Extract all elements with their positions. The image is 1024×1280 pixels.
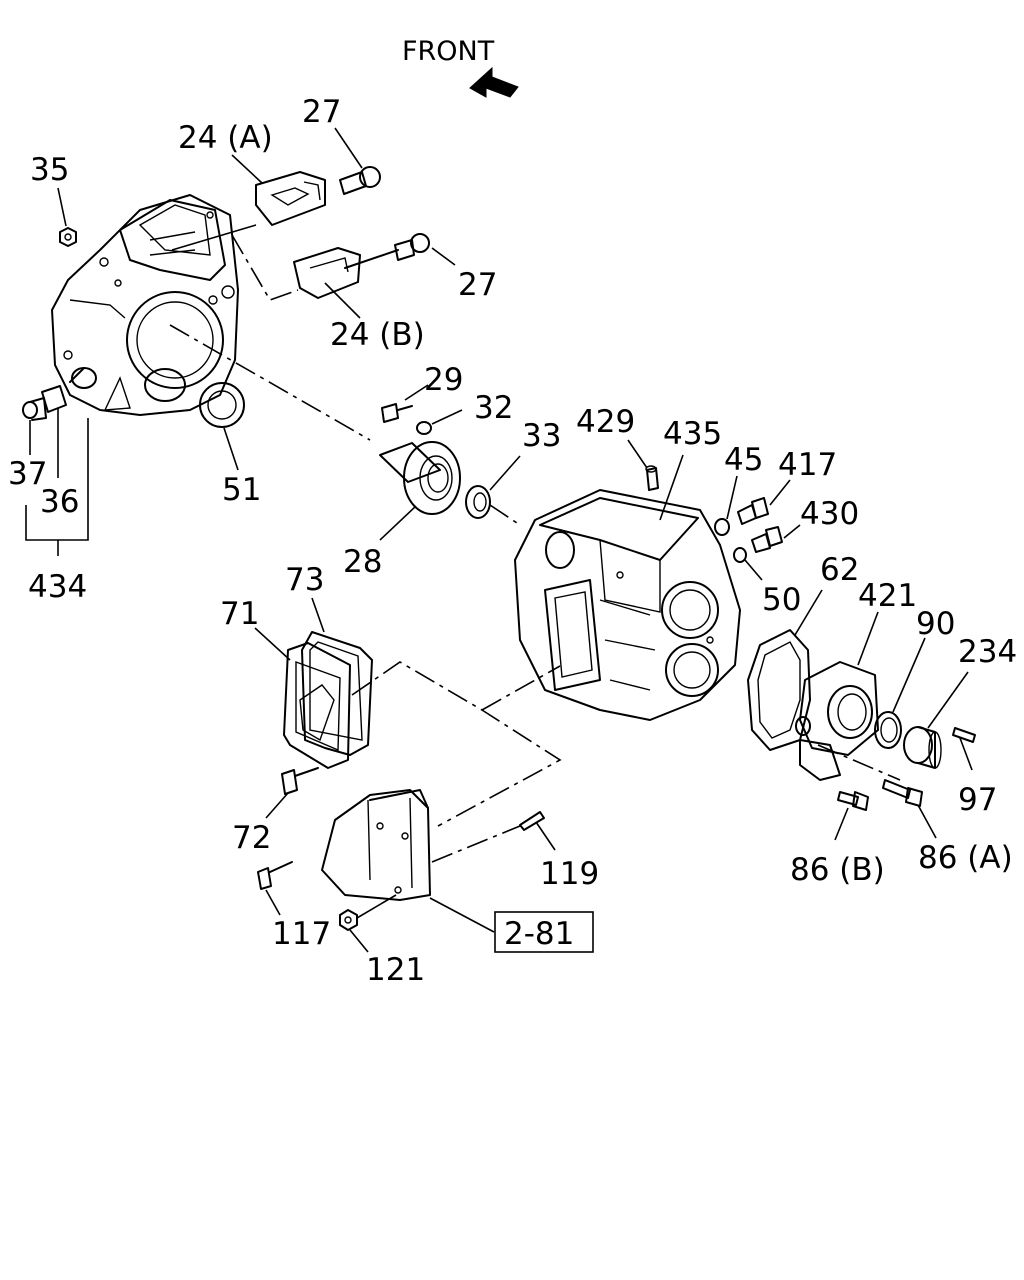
callout-434[interactable]: 434 (28, 569, 87, 605)
part-36-bushing (41, 367, 97, 413)
callout-421[interactable]: 421 (858, 578, 917, 614)
callout-90[interactable]: 90 (916, 606, 955, 642)
part-429-dowel (645, 465, 659, 491)
callout-24b[interactable]: 24 (B) (330, 317, 425, 353)
part-97-stud (952, 727, 976, 743)
transmission-case (514, 489, 741, 721)
part-72-bolt (281, 767, 319, 795)
part-73-gasket (301, 631, 373, 756)
part-119-stud (519, 811, 545, 831)
front-label: FRONT (402, 36, 495, 67)
callout-117[interactable]: 117 (272, 916, 331, 952)
part-117-bolt (257, 861, 293, 890)
part-51-seal (199, 382, 245, 428)
part-24b-plate (293, 247, 361, 299)
callout-430[interactable]: 430 (800, 496, 859, 532)
callout-72[interactable]: 72 (232, 820, 271, 856)
callout-33[interactable]: 33 (522, 418, 561, 454)
part-35-nut (59, 227, 77, 247)
part-27-bolt-right (344, 233, 430, 269)
part-24a-plate (255, 171, 326, 226)
callout-37[interactable]: 37 (8, 456, 47, 492)
clutch-housing (51, 194, 239, 416)
ref-box-frame[interactable] (494, 911, 594, 953)
part-86b-bolt (837, 791, 869, 811)
callout-27-top[interactable]: 27 (302, 94, 341, 130)
callout-45[interactable]: 45 (724, 442, 763, 478)
callout-86a[interactable]: 86 (A) (918, 840, 1013, 876)
part-90-seal (874, 711, 902, 749)
callout-35[interactable]: 35 (30, 152, 69, 188)
callout-32[interactable]: 32 (474, 390, 513, 426)
callout-62[interactable]: 62 (820, 552, 859, 588)
callout-97[interactable]: 97 (958, 782, 997, 818)
callout-ref-2-81[interactable]: 2-81 (504, 916, 574, 952)
part-86a-bolt (882, 779, 923, 807)
callout-27-right[interactable]: 27 (458, 267, 497, 303)
part-421-housing (795, 661, 879, 781)
part-45-washer (714, 518, 730, 536)
front-indicator: FRONT (402, 36, 519, 98)
part-430-plug (751, 526, 783, 553)
callout-29[interactable]: 29 (424, 362, 463, 398)
part-71-cover (283, 642, 351, 769)
part-28-retainer (379, 441, 461, 515)
callout-50[interactable]: 50 (762, 582, 801, 618)
callout-435[interactable]: 435 (663, 416, 722, 452)
callout-121[interactable]: 121 (366, 952, 425, 988)
part-27-bolt-top (339, 166, 381, 195)
part-121-nut (339, 909, 358, 931)
part-29-bolt (381, 403, 413, 423)
callout-417[interactable]: 417 (778, 447, 837, 483)
callout-24a[interactable]: 24 (A) (178, 120, 273, 156)
front-arrow-icon (469, 66, 519, 98)
part-50-washer (733, 547, 747, 563)
callout-28[interactable]: 28 (343, 544, 382, 580)
part-32-oring (416, 421, 432, 435)
part-417-plug (737, 497, 769, 525)
callout-71[interactable]: 71 (220, 596, 259, 632)
callout-86b[interactable]: 86 (B) (790, 852, 885, 888)
part-2-81-module (321, 789, 431, 901)
callout-234[interactable]: 234 (958, 634, 1017, 670)
part-234-cover (903, 726, 942, 769)
callout-labels: 35 24 (A) 27 27 24 (B) 29 32 33 429 435 … (8, 94, 1017, 988)
part-37-plug (22, 397, 47, 421)
part-62-gasket (747, 629, 811, 751)
callout-36[interactable]: 36 (40, 484, 79, 520)
callout-119[interactable]: 119 (540, 856, 599, 892)
callout-51[interactable]: 51 (222, 472, 261, 508)
callout-429[interactable]: 429 (576, 404, 635, 440)
part-33-seal (465, 485, 491, 519)
callout-73[interactable]: 73 (285, 562, 324, 598)
